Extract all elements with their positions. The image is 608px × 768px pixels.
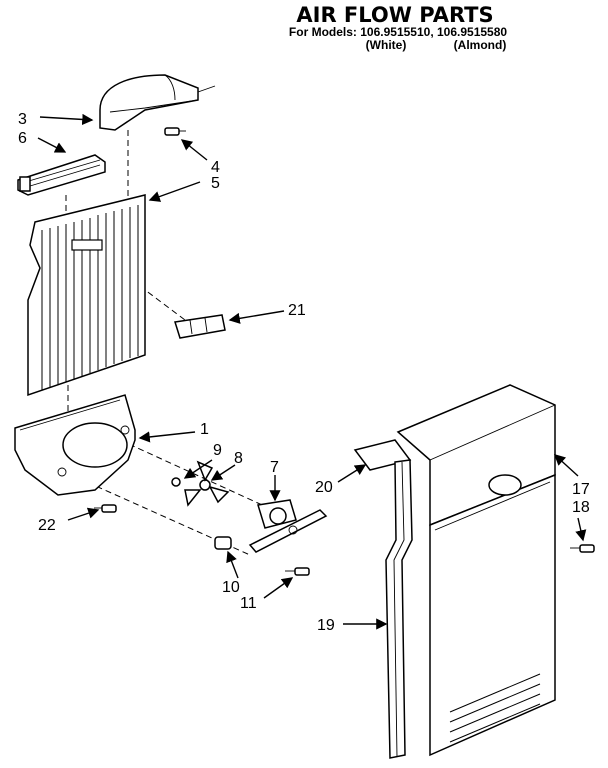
part-1-fan-shroud [14, 394, 136, 496]
part-8-fan-blade [184, 460, 230, 507]
part-6-baffle [17, 154, 106, 196]
part-10-grommet [214, 536, 232, 550]
part-18-screw [570, 544, 595, 553]
variant-almond: (Almond) [454, 38, 507, 52]
part-11-screw [285, 567, 310, 576]
diagram-title: AIR FLOW PARTS [296, 3, 493, 27]
callout-17: 17 [572, 481, 590, 498]
callout-20: 20 [315, 479, 333, 496]
part-7-fan-motor [248, 499, 328, 553]
callout-22: 22 [38, 517, 56, 534]
part-3-duct-cover [99, 74, 216, 131]
models-line: For Models: 106.9515510, 106.9515580 [289, 25, 507, 39]
callout-5: 5 [211, 175, 220, 192]
callout-10: 10 [222, 579, 240, 596]
callout-18: 18 [572, 499, 590, 516]
callout-11: 11 [240, 595, 257, 612]
callout-1: 1 [200, 421, 209, 438]
callout-8: 8 [234, 450, 243, 467]
callout-21: 21 [288, 302, 306, 319]
callout-4: 4 [211, 159, 220, 176]
part-17-rear-panel [396, 384, 556, 757]
variant-white: (White) [366, 38, 407, 52]
callout-9: 9 [213, 442, 222, 459]
callout-19: 19 [317, 617, 335, 634]
callout-7: 7 [270, 459, 279, 476]
callout-arrows [37, 113, 587, 630]
part-9-nut [171, 477, 181, 487]
part-5-evaporator-cover [27, 194, 146, 397]
part-21-clip [174, 314, 226, 339]
part-19-long-duct [385, 459, 413, 759]
part-4-screw [164, 127, 186, 136]
callout-3: 3 [18, 111, 27, 128]
callout-6: 6 [18, 130, 27, 147]
